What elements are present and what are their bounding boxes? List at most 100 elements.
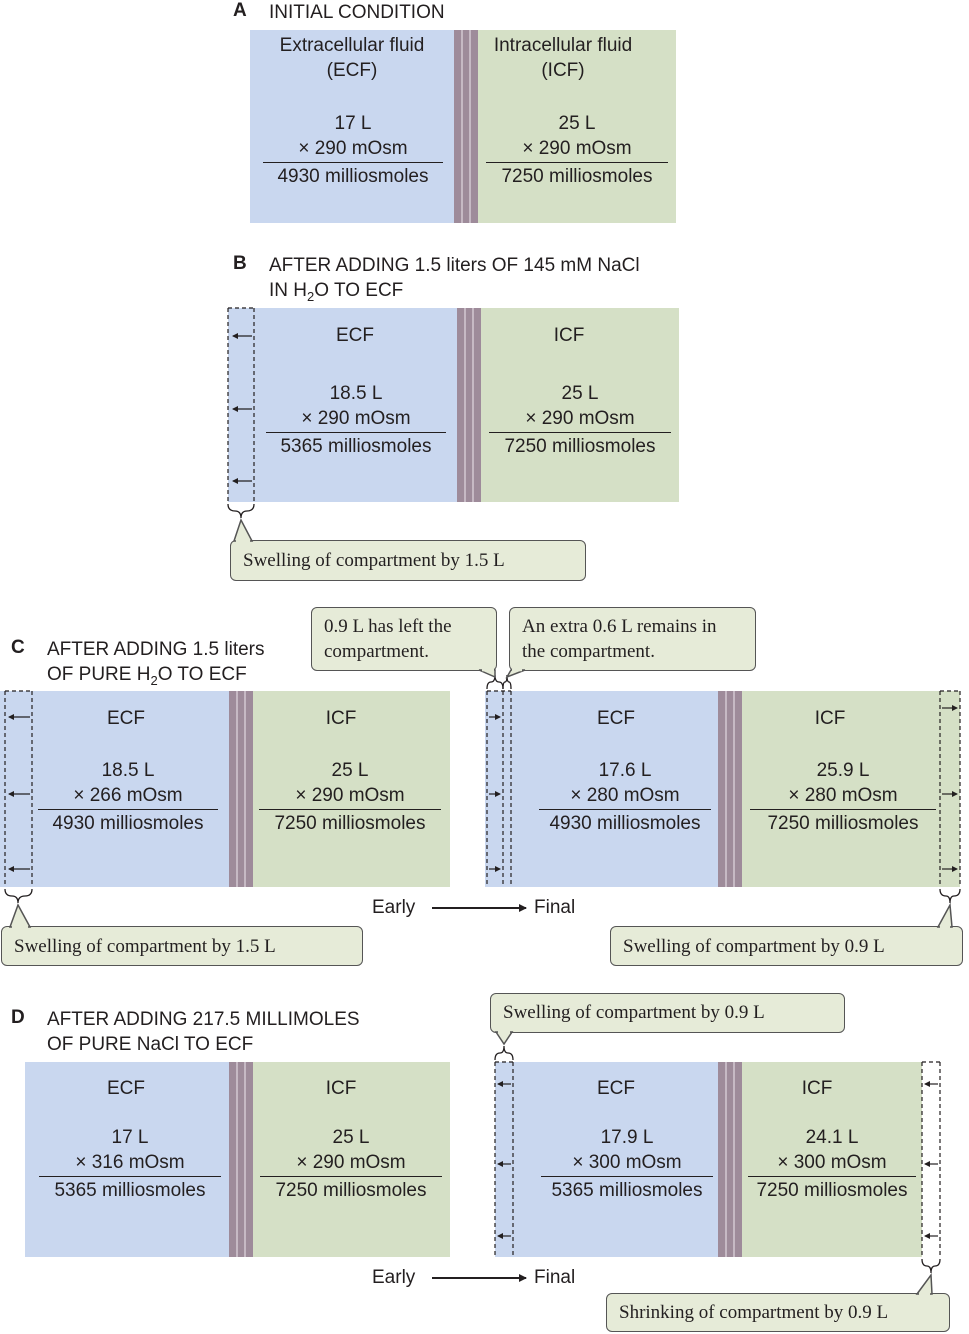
icf-label: ICF [325, 1078, 357, 1099]
ecf-compartment-early [0, 691, 229, 887]
cell-membrane [229, 1062, 253, 1257]
icf-volume: 25 L [561, 383, 599, 404]
ecf-osmolarity: × 316 mOsm [75, 1152, 185, 1173]
ecf-calculation: 17 L × 316 mOsm 5365 milliosmoles [39, 1125, 221, 1203]
cell-membrane [457, 308, 481, 502]
early-label: Early [372, 1267, 416, 1288]
icf-abbr: (ICF) [541, 60, 585, 81]
panel-a-letter: A [233, 0, 247, 21]
icf-compartment [481, 308, 679, 502]
ecf-volume: 18.5 L [329, 383, 383, 404]
icf-calculation: 25 L × 290 mOsm 7250 milliosmoles [259, 758, 441, 836]
calc-rule [539, 809, 711, 810]
ecf-volume: 17 L [111, 1127, 149, 1148]
icf-osmolarity: × 300 mOsm [777, 1152, 887, 1173]
ecf-total: 5365 milliosmoles [54, 1180, 206, 1201]
ecf-osmolarity: × 290 mOsm [298, 138, 408, 159]
ecf-name: Extracellular fluid [279, 35, 425, 56]
panel-b-heading-line1: AFTER ADDING 1.5 liters OF 145 mM NaCl [269, 255, 640, 276]
panel-b-letter: B [233, 253, 247, 274]
icf-volume: 25 L [558, 113, 596, 134]
panel-c-heading-line2: OF PURE H2O TO ECF [47, 664, 247, 688]
ecf-volume: 18.5 L [101, 760, 155, 781]
ecf-calculation: 17.6 L × 280 mOsm 4930 milliosmoles [539, 758, 711, 836]
icf-compartment [478, 30, 676, 223]
early-swelling-callout: Swelling of compartment by 1.5 L [1, 926, 363, 966]
ecf-volume: 17.9 L [600, 1127, 654, 1148]
shrinking-callout: Shrinking of compartment by 0.9 L [606, 1293, 950, 1332]
icf-total: 7250 milliosmoles [501, 166, 653, 187]
icf-label: ICF [801, 1078, 833, 1099]
icf-total: 7250 milliosmoles [275, 1180, 427, 1201]
brace [502, 674, 512, 690]
icf-total: 7250 milliosmoles [274, 813, 426, 834]
icf-calculation: 25 L × 290 mOsm 7250 milliosmoles [486, 111, 668, 189]
ecf-compartment-early [25, 1062, 229, 1257]
calc-rule [260, 1176, 442, 1177]
icf-label: ICF [814, 708, 846, 729]
panel-a-heading: INITIAL CONDITION [269, 2, 445, 23]
icf-compartment-early [253, 691, 450, 887]
calc-rule [259, 809, 441, 810]
icf-volume: 25.9 L [816, 760, 870, 781]
cell-membrane [229, 691, 253, 887]
calc-rule [266, 432, 446, 433]
cell-membrane [454, 30, 478, 223]
icf-calculation: 24.1 L × 300 mOsm 7250 milliosmoles [748, 1125, 916, 1203]
swelling-callout: Swelling of compartment by 1.5 L [230, 540, 586, 581]
icf-calculation: 25 L × 290 mOsm 7250 milliosmoles [260, 1125, 442, 1203]
ecf-calculation: 17.9 L × 300 mOsm 5365 milliosmoles [541, 1125, 713, 1203]
ecf-total: 4930 milliosmoles [277, 166, 429, 187]
icf-name: Intracellular fluid [493, 35, 633, 56]
calc-rule [263, 162, 443, 163]
ecf-total: 5365 milliosmoles [551, 1180, 703, 1201]
ecf-compartment [250, 30, 454, 223]
icf-label: ICF [325, 708, 357, 729]
ecf-label: ECF [597, 1078, 635, 1099]
icf-compartment-final [742, 1062, 922, 1257]
cell-membrane [718, 691, 742, 887]
panel-b-heading-line2: IN H2O TO ECF [269, 280, 404, 304]
ecf-osmolarity: × 290 mOsm [301, 408, 411, 429]
ecf-calculation: 18.5 L × 290 mOsm 5365 milliosmoles [266, 381, 446, 459]
final-swelling-callout: Swelling of compartment by 0.9 L [610, 926, 963, 966]
icf-osmolarity: × 290 mOsm [525, 408, 635, 429]
ecf-osmolarity: × 266 mOsm [73, 785, 183, 806]
icf-osmolarity: × 280 mOsm [788, 785, 898, 806]
icf-calculation: 25.9 L × 280 mOsm 7250 milliosmoles [750, 758, 936, 836]
ecf-compartment-final [495, 1062, 718, 1257]
calc-rule [486, 162, 668, 163]
icf-osmolarity: × 290 mOsm [522, 138, 632, 159]
ecf-total: 5365 milliosmoles [280, 436, 432, 457]
ecf-label: ECF [597, 708, 635, 729]
icf-total: 7250 milliosmoles [767, 813, 919, 834]
calc-rule [39, 1176, 221, 1177]
ecf-osmolarity: × 280 mOsm [570, 785, 680, 806]
brace [494, 1045, 514, 1061]
panel-d-heading-line2: OF PURE NaCl TO ECF [47, 1034, 254, 1055]
ecf-abbr: (ECF) [326, 60, 378, 81]
icf-label: ICF [553, 325, 585, 346]
final-swelling-callout: Swelling of compartment by 0.9 L [490, 993, 845, 1033]
brace [939, 888, 961, 904]
ecf-volume: 17 L [334, 113, 372, 134]
brace [227, 503, 255, 519]
icf-osmolarity: × 290 mOsm [296, 1152, 406, 1173]
icf-total: 7250 milliosmoles [756, 1180, 908, 1201]
icf-compartment-early [253, 1062, 450, 1257]
ecf-osmolarity: × 300 mOsm [572, 1152, 682, 1173]
calc-rule [748, 1176, 916, 1177]
icf-compartment-final [742, 691, 960, 887]
early-label: Early [372, 897, 416, 918]
final-label: Final [534, 1267, 576, 1288]
calc-rule [541, 1176, 713, 1177]
ecf-label: ECF [107, 1078, 145, 1099]
calc-rule [750, 809, 936, 810]
panel-c-heading-line1: AFTER ADDING 1.5 liters [47, 639, 265, 660]
icf-volume: 25 L [331, 760, 369, 781]
panel-c-letter: C [11, 637, 25, 658]
ecf-total: 4930 milliosmoles [549, 813, 701, 834]
calc-rule [489, 432, 671, 433]
